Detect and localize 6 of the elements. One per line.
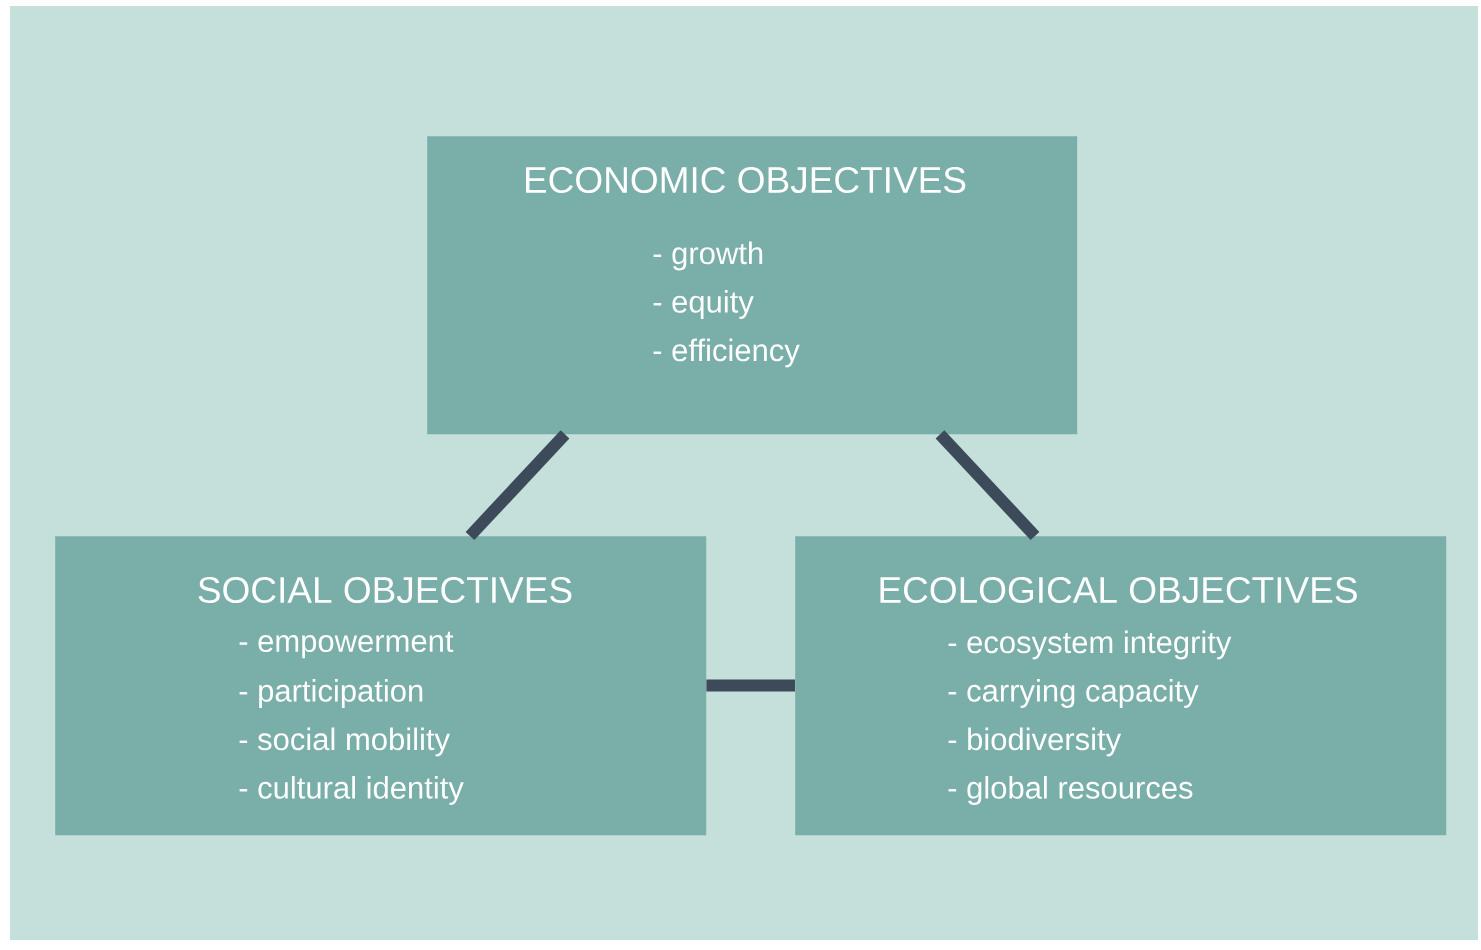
objective-box: ECONOMIC OBJECTIVES - growth - equity - efficiency	[427, 136, 1078, 435]
connector-line	[465, 430, 570, 541]
objective-box: SOCIAL OBJECTIVES - empowerment - participation - social mobility - cultural identity	[55, 536, 707, 836]
connector-line	[706, 679, 795, 692]
connector-line	[935, 430, 1040, 541]
objective-box: ECOLOGICAL OBJECTIVES - ecosystem integrity - carrying capacity - biodiversity - global resources	[795, 536, 1447, 836]
